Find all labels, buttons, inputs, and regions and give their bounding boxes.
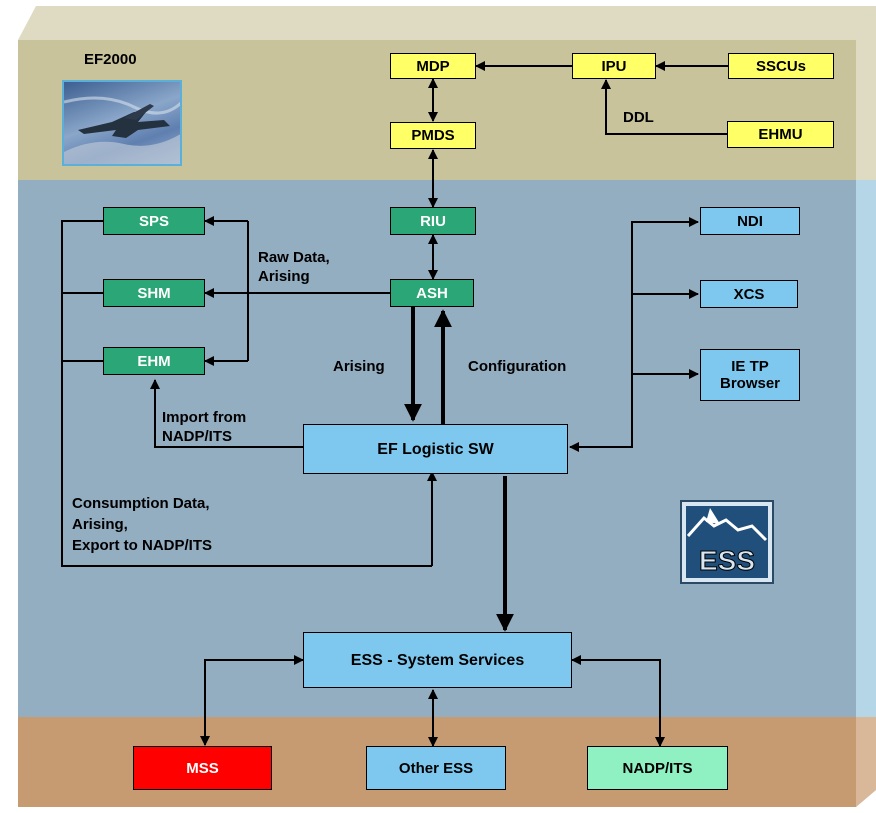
nadp-its-box: NADP/ITS [587,746,728,790]
ietp-line-2: Browser [719,375,781,392]
connector-left-bracket [61,220,432,567]
ash-box: ASH [390,279,474,307]
sps-box: SPS [103,207,205,235]
consumption-line-1: Consumption Data, [72,495,210,512]
ehm-box: EHM [103,347,205,375]
ess-logo-text: ESS [699,545,755,576]
consumption-line-3: Export to NADP/ITS [72,537,213,554]
ietp-browser-box: IE TP Browser [700,349,800,401]
right-side-bevel [856,6,876,807]
right-bevel-top [856,6,876,180]
thick-arrows [404,307,514,632]
configuration-label: Configuration [468,358,567,375]
raw-data-label: Raw Data, Arising [258,248,330,286]
arising-label: Arising [333,358,385,375]
ef-logistic-sw-box: EF Logistic SW [303,424,568,474]
top-band-bevel [18,6,876,40]
import-line-1: Import from [162,409,247,426]
ipu-box: IPU [572,53,656,79]
xcs-box: XCS [700,280,798,308]
sscus-box: SSCUs [728,53,834,79]
ess-logo-icon: ESS [680,500,774,584]
arrow-services-to-mss [200,655,304,746]
import-from-label: Import from NADP/ITS [162,408,246,446]
consumption-line-2: Arising, [72,516,128,533]
raw-data-line-2: Arising [258,268,310,285]
raw-data-line-1: Raw Data, [258,249,330,266]
arrow-ehmu-to-ipu [601,79,727,135]
pmds-box: PMDS [390,122,476,149]
consumption-data-label: Consumption Data, Arising, Export to NAD… [72,493,212,556]
arrow-services-to-nadp [571,655,665,747]
ddl-label: DDL [623,109,654,126]
right-bevel-bottom [856,717,876,807]
mss-box: MSS [133,746,272,790]
import-line-2: NADP/ITS [162,428,233,445]
eurofighter-aircraft-photo [62,80,182,166]
ess-system-services-box: ESS - System Services [303,632,572,688]
ndi-box: NDI [700,207,800,235]
other-ess-box: Other ESS [366,746,506,790]
aircraft-icon [64,96,180,164]
ietp-line-1: IE TP [731,358,769,375]
riu-box: RIU [390,207,476,235]
diagram-title: EF2000 [84,51,137,68]
shm-box: SHM [103,279,205,307]
connectors [61,61,728,747]
arrow-import-to-ehm [150,379,303,448]
mdp-box: MDP [390,53,476,79]
ehmu-box: EHMU [727,121,834,148]
